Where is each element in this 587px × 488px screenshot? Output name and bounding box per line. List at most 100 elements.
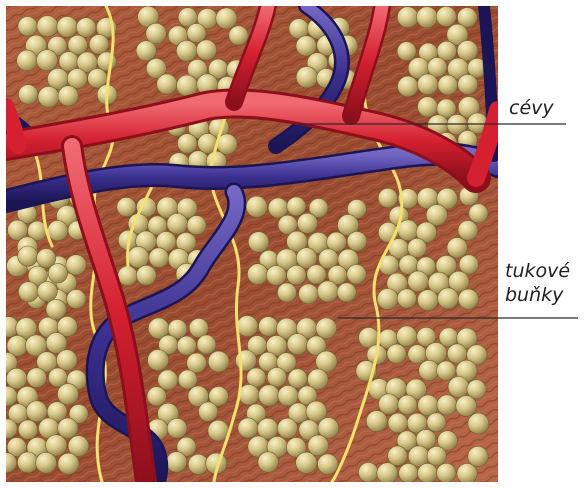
fat-cell	[397, 7, 418, 28]
adipose-tissue-illustration	[6, 6, 498, 482]
fat-cell	[359, 463, 379, 483]
fat-cell	[246, 196, 267, 217]
fat-cell	[18, 282, 38, 302]
fat-cell	[257, 418, 278, 439]
fat-cell	[378, 188, 397, 207]
fat-cell	[296, 452, 317, 473]
fat-cell	[57, 17, 78, 38]
fat-cell	[166, 452, 187, 473]
fat-cell	[437, 463, 456, 482]
fat-cell	[89, 35, 109, 55]
fat-cell	[196, 40, 216, 60]
fat-cell	[136, 265, 156, 285]
fat-cell	[248, 232, 269, 253]
fat-cell	[18, 420, 37, 439]
fat-cell	[317, 281, 338, 302]
fat-cell	[148, 350, 169, 371]
fat-cell	[157, 74, 177, 94]
fat-cell	[418, 290, 439, 311]
fat-cell	[67, 290, 86, 309]
fat-cell	[458, 74, 478, 94]
fat-cell	[277, 283, 296, 302]
fat-cell	[216, 8, 237, 29]
fat-cell	[259, 317, 279, 337]
fat-cell	[318, 454, 339, 475]
label-fat-cells: tukové buňky	[505, 259, 570, 307]
fat-cell	[419, 360, 439, 380]
fat-cell	[366, 411, 387, 432]
fat-cell	[277, 418, 297, 438]
fat-cell	[58, 86, 78, 106]
fat-cell	[167, 213, 188, 234]
fat-cell	[149, 248, 169, 268]
fat-cell	[398, 395, 417, 414]
fat-cell	[208, 351, 229, 372]
fat-cell	[199, 402, 218, 421]
fat-cell	[48, 220, 68, 240]
fat-cell	[268, 198, 288, 218]
label-vessels: cévy	[509, 96, 554, 120]
fat-cell	[48, 264, 67, 283]
fat-cell	[67, 69, 87, 89]
fat-cell	[399, 463, 418, 482]
fat-cell	[197, 335, 216, 354]
fat-cell	[66, 255, 86, 275]
fat-cell	[59, 52, 79, 72]
fat-cell	[316, 318, 337, 339]
fat-cell	[237, 316, 258, 337]
fat-cell	[287, 197, 306, 216]
fat-cell	[397, 42, 416, 61]
fat-cell	[307, 265, 326, 284]
fat-cell	[177, 336, 196, 355]
fat-cell	[37, 281, 57, 301]
fat-cell	[118, 266, 138, 286]
fat-cell	[337, 283, 356, 302]
fat-cell	[266, 265, 286, 285]
fat-cell	[158, 370, 178, 390]
fat-cell	[457, 463, 477, 482]
fat-cell	[388, 446, 408, 466]
fat-cell	[178, 370, 197, 389]
label-fat-cells-line2: buňky	[505, 283, 570, 307]
fat-cell	[447, 238, 467, 258]
fat-cell	[18, 17, 38, 37]
fat-cell	[117, 197, 136, 216]
fat-cell	[38, 86, 59, 107]
fat-cell	[417, 74, 438, 95]
fat-cell	[26, 401, 47, 422]
fat-cell	[388, 413, 408, 433]
fat-cell	[456, 396, 477, 417]
fat-cell	[189, 318, 208, 337]
fat-cell	[347, 231, 367, 251]
fat-cell	[377, 463, 398, 482]
fat-cell	[147, 387, 166, 406]
fat-cell	[18, 246, 38, 266]
fat-cell	[176, 41, 197, 62]
fat-cell	[377, 289, 398, 310]
fat-cell	[427, 413, 446, 432]
fat-cell	[146, 23, 167, 44]
fat-cell	[46, 299, 66, 319]
fat-cell	[187, 216, 206, 235]
fat-cell	[458, 221, 478, 241]
fat-cell	[296, 36, 316, 56]
fat-cell	[437, 395, 457, 415]
fat-cell	[458, 289, 478, 309]
fat-cell	[278, 385, 299, 406]
fat-cell	[187, 353, 207, 373]
fat-cell	[468, 446, 488, 466]
fat-cell	[178, 134, 198, 154]
label-fat-cells-line1: tukové	[505, 259, 570, 283]
leader-line-extensions	[498, 0, 587, 488]
fat-cell	[17, 50, 38, 71]
label-vessels-text: cévy	[509, 96, 554, 120]
fat-cell	[57, 384, 78, 405]
fat-cell	[287, 265, 307, 285]
fat-cell	[468, 413, 489, 434]
fat-cell	[288, 369, 307, 388]
fat-cell	[229, 26, 248, 45]
fat-cell	[36, 452, 57, 473]
fat-cell	[438, 288, 459, 309]
fat-cell	[267, 368, 286, 387]
